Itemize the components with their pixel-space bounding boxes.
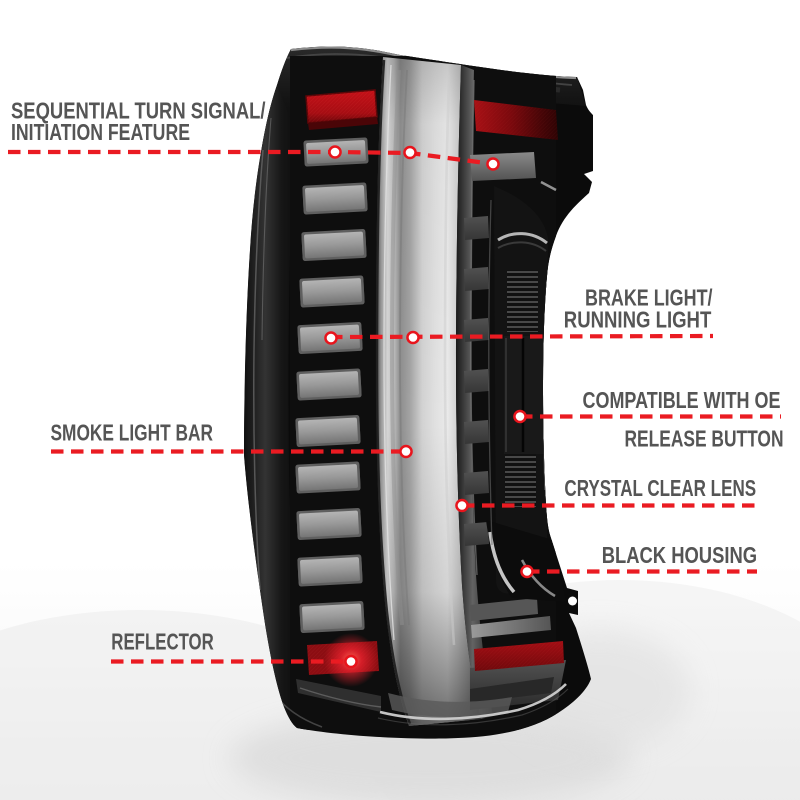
svg-text:CRYSTAL CLEAR LENS: CRYSTAL CLEAR LENS <box>564 475 756 501</box>
svg-text:BRAKE LIGHT/: BRAKE LIGHT/ <box>585 285 713 311</box>
svg-text:BLACK HOUSING: BLACK HOUSING <box>602 542 757 568</box>
svg-text:SMOKE LIGHT BAR: SMOKE LIGHT BAR <box>51 420 214 446</box>
svg-text:SEQUENTIAL TURN SIGNAL/: SEQUENTIAL TURN SIGNAL/ <box>11 98 266 124</box>
svg-text:COMPATIBLE WITH OE: COMPATIBLE WITH OE <box>583 387 781 413</box>
svg-text:RELEASE BUTTON: RELEASE BUTTON <box>625 426 784 452</box>
svg-text:INITIATION FEATURE: INITIATION FEATURE <box>11 119 190 145</box>
svg-text:REFLECTOR: REFLECTOR <box>111 629 214 655</box>
svg-text:RUNNING LIGHT: RUNNING LIGHT <box>564 307 712 333</box>
